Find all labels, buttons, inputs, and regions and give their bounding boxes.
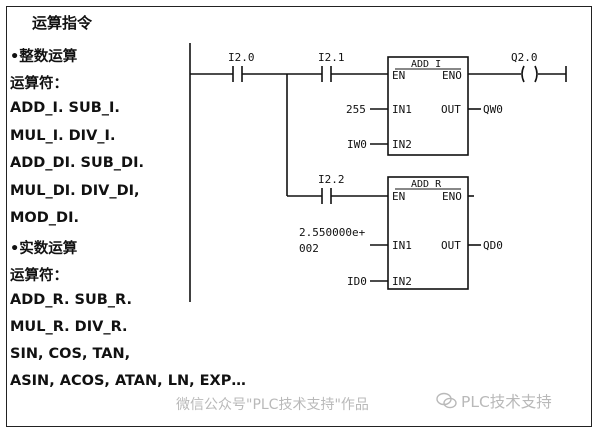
add-r-in1-value-line1: 2.550000e+ [299,226,366,239]
add-i-in2-pin: IN2 [392,138,412,151]
contact-i2-0-label: I2.0 [228,51,255,64]
real-op-line-3: SIN, COS, TAN, [10,346,131,362]
slide-frame [6,6,592,427]
integer-op-line-2: MUL_I. DIV_I. [10,128,116,144]
add-i-out-value: QW0 [483,103,503,116]
add-r-eno-pin: ENO [442,190,462,203]
add-r-title: ADD_R [411,179,442,190]
add-i-eno-pin: ENO [442,69,462,82]
contact-i2-1-label: I2.1 [318,51,345,64]
integer-op-line-4: MUL_DI. DIV_DI, [10,183,140,199]
add-i-in1-value: 255 [346,103,366,116]
add-r-in1-value-line2: 002 [299,242,319,255]
integer-heading: •整数运算 [10,49,78,65]
section-title: 运算指令 [32,14,93,32]
integer-op-line-1: ADD_I. SUB_I. [10,100,120,116]
integer-operator-label: 运算符： [10,76,68,92]
real-op-line-4: ASIN, ACOS, ATAN, LN, EXP… [10,373,246,389]
add-i-out-pin: OUT [441,103,461,116]
add-i-block [387,56,469,156]
real-operator-label: 运算符： [10,268,68,284]
coil-q2-0-label: Q2.0 [511,51,538,64]
add-i-in1-pin: IN1 [392,103,412,116]
add-r-in2-pin: IN2 [392,275,412,288]
watermark-brand: PLC技术支持 [436,390,552,412]
add-r-out-value: QD0 [483,239,503,252]
add-i-in2-value: IW0 [347,138,367,151]
real-op-line-2: MUL_R. DIV_R. [10,319,128,335]
add-i-title: ADD_I [411,59,441,70]
add-r-en-pin: EN [392,190,405,203]
coil-q2-0 [521,65,525,83]
integer-op-line-3: ADD_DI. SUB_DI. [10,155,144,171]
contact-i2-2-label: I2.2 [318,173,345,186]
add-r-block [387,176,469,290]
real-heading: •实数运算 [10,241,78,257]
integer-op-line-5: MOD_DI. [10,210,79,226]
add-r-in2-value: ID0 [347,275,367,288]
watermark-text: 微信公众号"PLC技术支持"作品 [176,397,369,413]
add-i-en-pin: EN [392,69,405,82]
wechat-icon [436,392,458,410]
add-r-in1-pin: IN1 [392,239,412,252]
watermark-brand-label: PLC技术支持 [461,393,552,411]
real-op-line-1: ADD_R. SUB_R. [10,292,132,308]
add-r-out-pin: OUT [441,239,461,252]
